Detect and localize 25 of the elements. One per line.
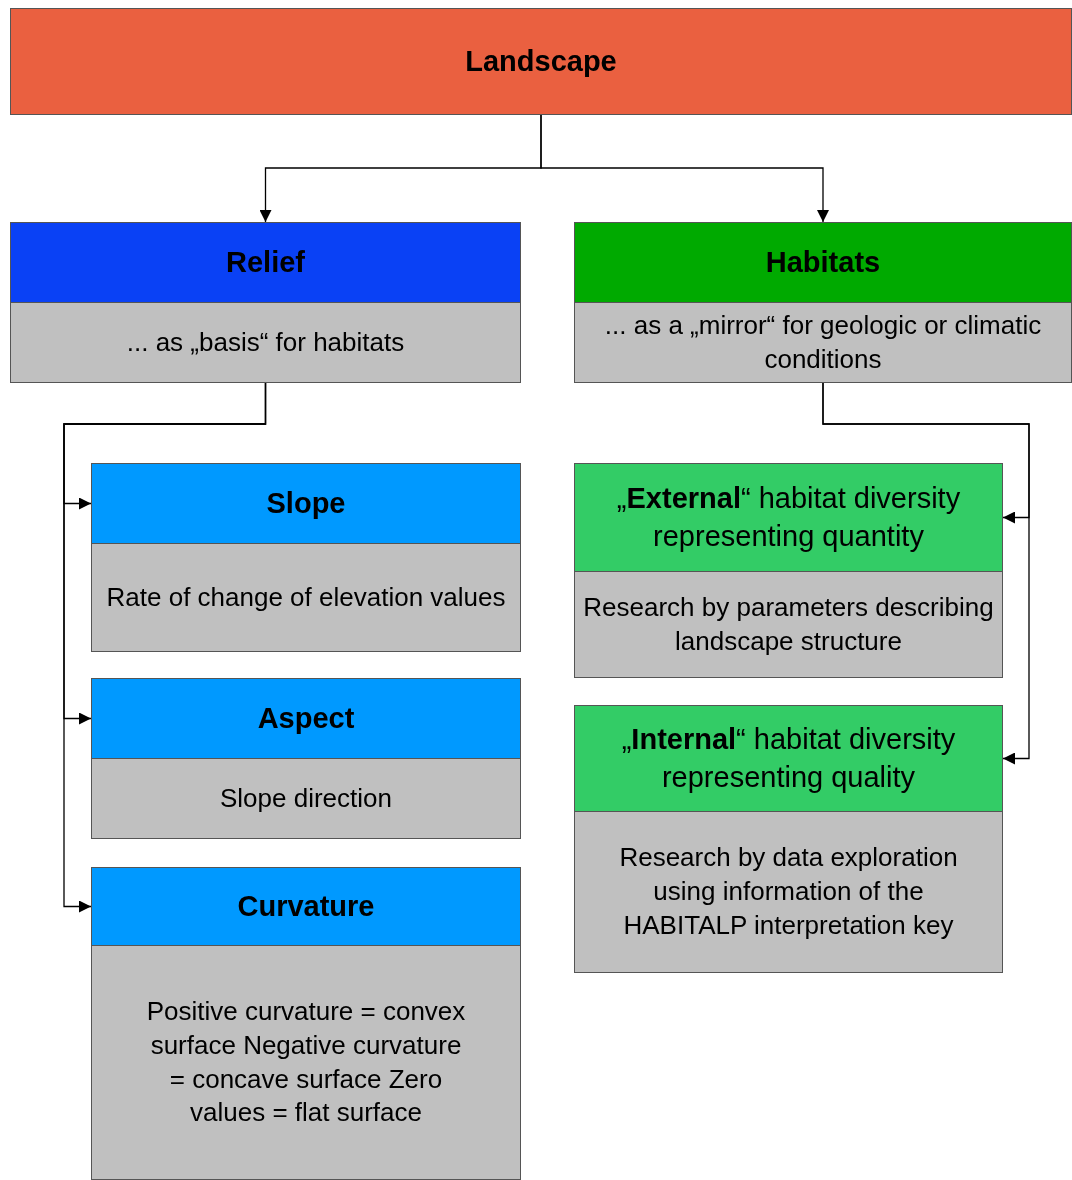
category-box — [91, 463, 521, 652]
box-heading: „Internal“ habitat diversity representing quality — [574, 705, 1003, 812]
box-heading: Landscape — [10, 8, 1072, 115]
box-description: Research by parameters describing landscape structure — [574, 572, 1003, 678]
category-box — [574, 705, 1003, 973]
category-box — [574, 222, 1072, 383]
box-heading: Relief — [10, 222, 521, 303]
box-description: Slope direction — [91, 759, 521, 839]
box-description: Rate of change of elevation values — [91, 544, 521, 652]
box-description: ... as a „mirror“ for geologic or climatic conditions — [574, 303, 1072, 383]
box-heading: Slope — [91, 463, 521, 544]
box-heading: Habitats — [574, 222, 1072, 303]
category-box — [91, 678, 521, 839]
connector-arrow — [63, 382, 267, 913]
box-heading: Curvature — [91, 867, 521, 946]
connector-arrow — [540, 114, 829, 223]
category-box — [10, 222, 521, 383]
box-heading: „External“ habitat diversity representing quantity — [574, 463, 1003, 572]
connector-arrow — [822, 382, 1030, 765]
box-heading: Aspect — [91, 678, 521, 759]
category-box — [574, 463, 1003, 678]
box-description: ... as „basis“ for habitats — [10, 303, 521, 383]
category-box — [91, 867, 521, 1180]
box-description: Research by data exploration using information of the HABITALP interpretation key — [574, 812, 1003, 973]
box-description: Positive curvature = convex surface Negative curvature = concave surface Zero values = flat surface — [91, 946, 521, 1180]
